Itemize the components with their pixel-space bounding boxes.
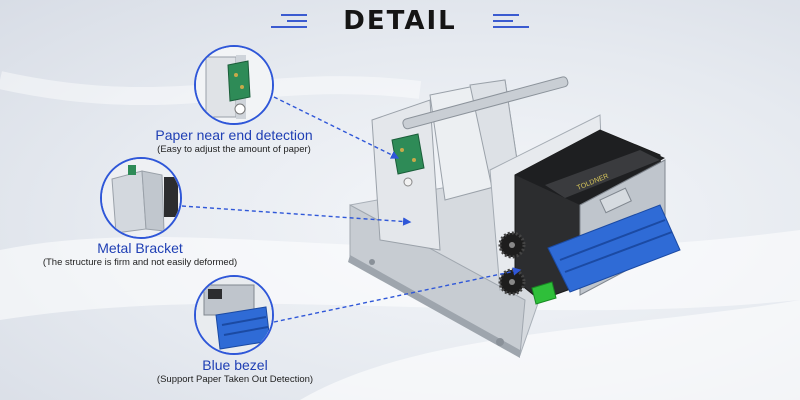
title-decoration-lines-icon [271,14,307,32]
title-decoration-lines-icon [493,14,529,32]
callout-subtitle: (Easy to adjust the amount of paper) [157,144,311,155]
callout-metal-bracket-thumbnail [100,157,182,239]
leader-arrow-icon [273,96,400,159]
callout-blue-bezel-thumbnail [194,275,274,355]
page-title: DETAIL [343,6,457,36]
callout-title: Blue bezel [202,357,268,373]
callout-subtitle: (Support Paper Taken Out Detection) [156,374,314,385]
leader-arrow-icon [181,205,412,226]
callout-paper-near-end-thumbnail [194,45,274,125]
callout-subtitle: (The structure is firm and not easily de… [42,257,238,268]
leader-arrow-icon [273,267,522,323]
callout-title: Metal Bracket [97,240,183,256]
callout-title: Paper near end detection [155,127,313,143]
callout-blue-bezel: Blue bezel (Support Paper Taken Out Dete… [130,357,340,385]
callout-paper-near-end: Paper near end detection (Easy to adjust… [144,127,324,155]
callout-metal-bracket: Metal Bracket (The structure is firm and… [25,240,255,268]
